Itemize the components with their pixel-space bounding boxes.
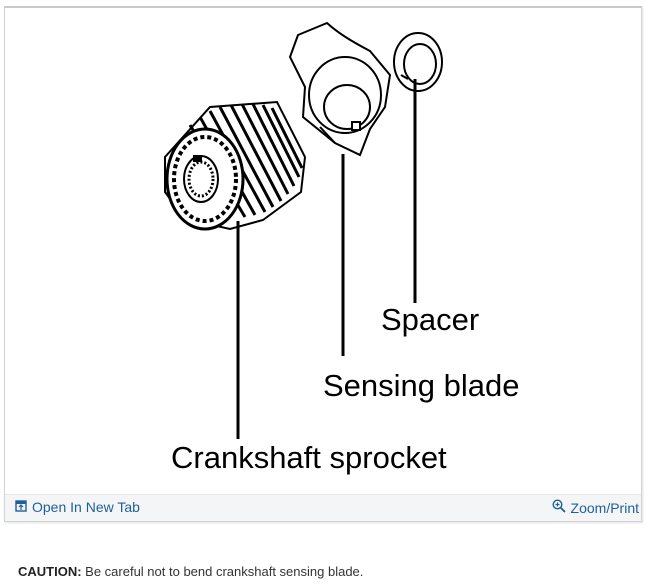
sensing-blade-label: Sensing blade — [323, 368, 520, 403]
caution-note: CAUTION: Be careful not to bend cranksha… — [18, 564, 363, 579]
spacer-label: Spacer — [381, 302, 480, 337]
crankshaft-sprocket-label: Crankshaft sprocket — [171, 440, 447, 475]
caution-prefix: CAUTION: — [18, 564, 82, 579]
open-in-new-tab-link[interactable]: Open In New Tab — [15, 499, 140, 515]
caution-text: Be careful not to bend crankshaft sensin… — [81, 564, 364, 579]
figure-toolbar: Open In New Tab Zoom/Print — [5, 494, 641, 521]
parts-illustration — [164, 21, 443, 439]
zoom-print-link[interactable]: Zoom/Print — [552, 499, 639, 516]
zoom-print-label: Zoom/Print — [570, 499, 639, 516]
crankshaft-sprocket-drawing — [164, 100, 307, 231]
frame-top-rule — [4, 6, 642, 8]
zoom-in-icon — [552, 499, 566, 516]
spacer-drawing — [393, 32, 443, 92]
leader-lines — [236, 79, 417, 439]
diagram-area: Spacer Sensing blade Crankshaft sprocket — [5, 7, 641, 495]
figure-frame: Spacer Sensing blade Crankshaft sprocket… — [4, 6, 642, 522]
sensing-blade-drawing — [288, 21, 392, 157]
open-in-new-tab-label: Open In New Tab — [32, 499, 140, 515]
open-in-new-tab-icon — [15, 499, 27, 515]
